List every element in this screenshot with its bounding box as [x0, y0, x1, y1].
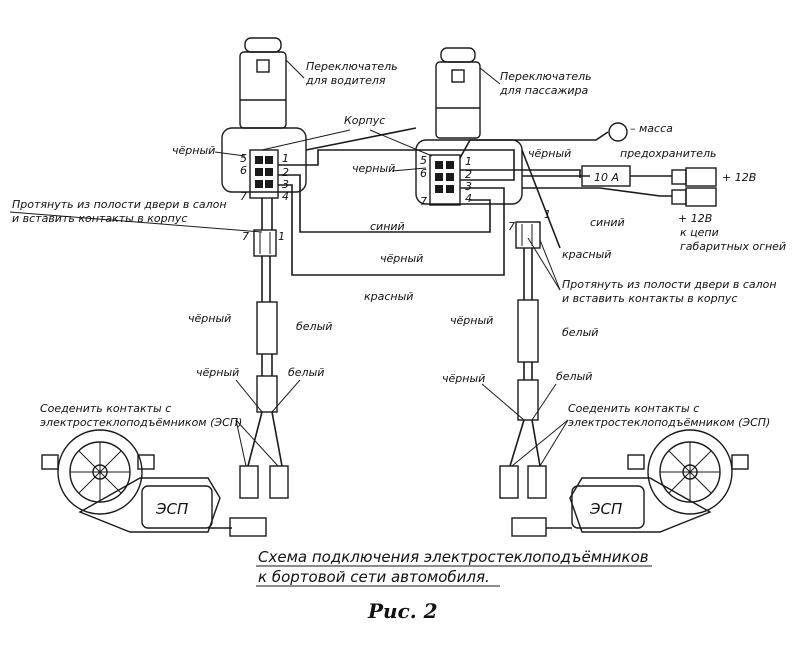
body-label: Корпус [344, 114, 385, 127]
left-pin-7: 7 [240, 190, 247, 203]
ground-black-wire-label: чёрный [528, 147, 571, 160]
driver-switch [239, 37, 287, 129]
passenger-switch [435, 47, 481, 139]
left-connector-housing [221, 127, 307, 199]
red-wire-label-right: красный [562, 248, 611, 261]
right-connector-housing [415, 139, 523, 206]
left-harness-pin-7: 7 [242, 230, 249, 243]
fuse-value: 10 А [594, 171, 619, 184]
black-wire-center-label: чёрный [380, 252, 423, 265]
right-lower-white-label: белый [556, 370, 592, 383]
left-pin-6: 6 [240, 164, 247, 177]
driver-switch-label-1: Переключатель [306, 60, 398, 73]
left-pin-4: 4 [282, 190, 289, 203]
right-harness-pin-1: 1 [544, 208, 551, 221]
right-motor-label: ЭСП [589, 500, 622, 518]
figure-number: Рис. 2 [367, 599, 438, 623]
left-harness-pin-1: 1 [278, 230, 285, 243]
blue-wire-label-right: синий [590, 216, 625, 229]
left-connect-instruction-2: электростеклоподъёмником (ЭСП) [40, 416, 242, 429]
right-pin-4: 4 [465, 192, 472, 205]
right-lower-black-label: чёрный [442, 372, 485, 385]
left-pin-1: 1 [282, 152, 289, 165]
driver-switch-label-2: для водителя [305, 74, 386, 87]
caption-line-1: Схема подключения электростеклоподъёмник… [258, 548, 649, 566]
wiring [261, 122, 672, 276]
blue-wire-label: синий [370, 220, 405, 233]
right-connect-instruction-2: электростеклоподъёмником (ЭСП) [568, 416, 770, 429]
left-connect-instruction-1: Соеденить контакты с [40, 402, 171, 415]
left-pin-2: 2 [282, 166, 289, 179]
red-wire-label: красный [364, 290, 413, 303]
right-pin-3: 3 [465, 180, 472, 193]
plus12-bottom-label-1: + 12В [678, 212, 712, 225]
left-pull-instruction-1: Протянуть из полости двери в салон [12, 198, 227, 211]
right-pin-5: 5 [420, 154, 427, 167]
power-connectors [671, 167, 717, 207]
right-connect-instruction-1: Соеденить контакты с [568, 402, 699, 415]
left-pin-5: 5 [240, 152, 247, 165]
right-pin-2: 2 [465, 168, 472, 181]
right-door-harness [499, 221, 547, 499]
right-harness-black-label: чёрный [450, 314, 493, 327]
left-motor-label: ЭСП [155, 500, 188, 518]
right-harness-white-label: белый [562, 326, 598, 339]
left-pull-instruction-2: и вставить контакты в корпус [12, 212, 187, 225]
right-pin-7: 7 [420, 195, 427, 208]
left-lower-black-label: чёрный [196, 366, 239, 379]
left-pin-3: 3 [282, 178, 289, 191]
leader-lines [9, 129, 569, 467]
plus12-bottom-label-3: габаритных огней [680, 240, 786, 253]
left-window-motor [41, 429, 267, 537]
fuse [581, 165, 631, 187]
right-window-motor [511, 429, 749, 537]
right-pin-1: 1 [465, 155, 472, 168]
right-harness-pin-7: 7 [508, 220, 515, 233]
left-black-wire-label: чёрный [172, 144, 215, 157]
right-pull-instruction-2: и вставить контакты в корпус [562, 292, 737, 305]
passenger-switch-label-2: для пассажира [499, 84, 589, 97]
left-harness-black-label: чёрный [188, 312, 231, 325]
passenger-switch-label-1: Переключатель [500, 70, 592, 83]
plus12-bottom-label-2: к цепи [680, 226, 719, 239]
left-harness-white-label: белый [296, 320, 332, 333]
left-door-harness [239, 229, 289, 499]
ground-label: – масса [630, 122, 673, 135]
left-lower-white-label: белый [288, 366, 324, 379]
right-pull-instruction-1: Протянуть из полости двери в салон [562, 278, 777, 291]
right-pin-6: 6 [420, 167, 427, 180]
right-black-wire-label: черный [352, 162, 395, 175]
plus12-top-label: + 12В [722, 171, 756, 184]
fuse-label: предохранитель [620, 147, 717, 160]
caption-line-2: к бортовой сети автомобиля. [258, 568, 490, 586]
